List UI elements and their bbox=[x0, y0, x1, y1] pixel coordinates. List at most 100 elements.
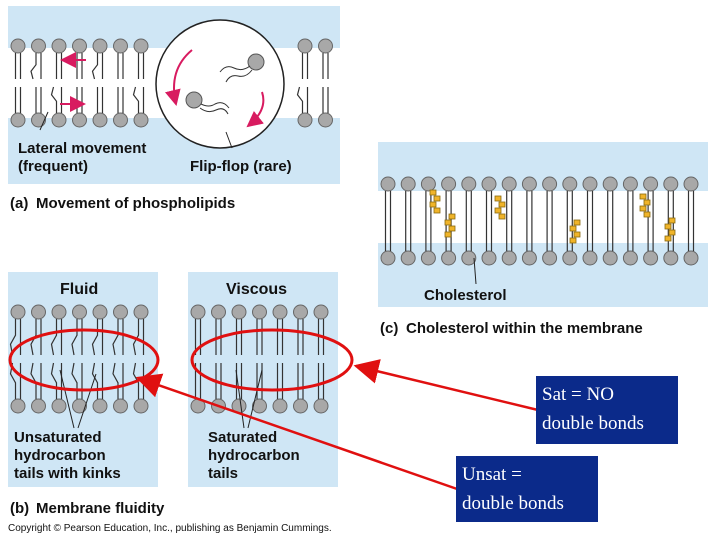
phospholipid-head bbox=[380, 250, 396, 266]
phospholipid-tail bbox=[296, 86, 304, 113]
phospholipid-head bbox=[643, 250, 659, 266]
phospholipid-head bbox=[133, 304, 149, 320]
phospholipid-tail bbox=[30, 53, 37, 80]
sat-callout-line1: Sat = NO bbox=[542, 384, 614, 405]
unsat-leader-2 bbox=[77, 373, 97, 429]
unsat-highlight-ellipse bbox=[8, 328, 160, 392]
cholesterol-ring bbox=[429, 189, 437, 196]
phospholipid-head bbox=[582, 176, 598, 192]
cholesterol-ring bbox=[444, 219, 452, 226]
phospholipid-head bbox=[72, 38, 87, 54]
flip-arrow-right bbox=[246, 91, 265, 128]
phospholipid-head bbox=[113, 38, 128, 54]
phospholipid-head bbox=[10, 112, 26, 128]
panel-c-membrane-strip bbox=[378, 191, 708, 243]
sat-label-line3: tails bbox=[208, 465, 238, 482]
phospholipid-head bbox=[622, 250, 638, 266]
panel-c-caption-letter: (c) bbox=[380, 320, 398, 337]
phospholipid-tail bbox=[30, 362, 37, 399]
lateral-label-line1: Lateral movement bbox=[18, 140, 146, 157]
cholesterol-ring bbox=[569, 225, 577, 232]
cholesterol-ring bbox=[494, 207, 502, 214]
panel-b-caption-letter: (b) bbox=[10, 500, 29, 517]
cholesterol-ring bbox=[444, 231, 452, 238]
phospholipid-head bbox=[10, 304, 26, 320]
phospholipid-head bbox=[562, 250, 578, 266]
cholesterol-ring bbox=[448, 225, 456, 232]
flipflop-leader bbox=[225, 131, 233, 149]
phospholipid-head bbox=[252, 304, 267, 320]
phospholipid-head bbox=[663, 250, 679, 266]
phospholipid-head bbox=[92, 38, 108, 54]
phospholipid-head bbox=[501, 176, 517, 192]
phospholipid-head bbox=[293, 398, 308, 414]
phospholipid-head bbox=[663, 176, 679, 192]
sat-label-line1: Saturated bbox=[208, 429, 277, 446]
phospholipid-tail bbox=[50, 319, 58, 356]
panel-a-bilayer bbox=[10, 38, 333, 128]
cholesterol-ring bbox=[573, 231, 581, 238]
phospholipid-head bbox=[602, 176, 618, 192]
phospholipid-head bbox=[313, 398, 329, 414]
phospholipid-head bbox=[72, 398, 87, 414]
lateral-label-line2: (frequent) bbox=[18, 158, 88, 175]
flip-arrow-left bbox=[165, 49, 193, 106]
phospholipid-head bbox=[92, 112, 108, 128]
cholesterol-ring bbox=[498, 213, 506, 220]
phospholipid-head bbox=[683, 176, 699, 192]
phospholipid-head bbox=[297, 112, 313, 128]
phospholipid-tail bbox=[132, 86, 140, 113]
phospholipid-head bbox=[602, 250, 618, 266]
sat-label-line2: hydrocarbon bbox=[208, 447, 300, 464]
phospholipid-head bbox=[441, 176, 457, 192]
phospholipid-head bbox=[622, 176, 638, 192]
panel-c-bilayer bbox=[380, 176, 699, 266]
cholesterol-ring bbox=[668, 217, 676, 224]
phospholipid-head bbox=[542, 250, 558, 266]
phospholipid-head bbox=[133, 398, 149, 414]
phospholipid-head bbox=[51, 38, 67, 54]
phospholipid-head bbox=[420, 176, 436, 192]
cholesterol-ring bbox=[664, 223, 672, 230]
phospholipid-head bbox=[92, 398, 108, 414]
cholesterol-ring bbox=[433, 195, 441, 202]
phospholipid-head bbox=[113, 398, 128, 414]
cholesterol-ring bbox=[643, 199, 651, 206]
cholesterol-ring bbox=[494, 195, 502, 202]
cholesterol-ring bbox=[433, 207, 441, 214]
phospholipid-head bbox=[313, 304, 329, 320]
phospholipid-head bbox=[231, 304, 247, 320]
cholesterol-ring bbox=[569, 237, 577, 244]
flip-lipid-head-top bbox=[247, 53, 265, 71]
phospholipid-head bbox=[113, 112, 128, 128]
phospholipid-tail bbox=[71, 319, 78, 356]
phospholipid-head bbox=[72, 304, 87, 320]
cholesterol-leader bbox=[473, 257, 477, 285]
phospholipid-head bbox=[481, 176, 497, 192]
phospholipid-tail bbox=[91, 319, 99, 356]
phospholipid-head bbox=[562, 176, 578, 192]
phospholipid-head bbox=[420, 250, 436, 266]
phospholipid-tail bbox=[91, 53, 99, 80]
panel-c-caption: Cholesterol within the membrane bbox=[406, 320, 643, 337]
cholesterol-ring bbox=[639, 193, 647, 200]
flipflop-label: Flip-flop (rare) bbox=[190, 158, 292, 175]
unsat-callout-line1: Unsat = bbox=[462, 464, 522, 485]
flip-flop-lipids bbox=[165, 49, 265, 128]
unsat-callout-arrow bbox=[135, 373, 461, 492]
phospholipid-tail bbox=[50, 362, 58, 399]
phospholipid-head bbox=[190, 304, 206, 320]
phospholipid-head bbox=[113, 304, 128, 320]
phospholipid-head bbox=[400, 250, 416, 266]
viscous-title: Viscous bbox=[226, 281, 287, 298]
phospholipid-head bbox=[318, 38, 333, 54]
flip-lipid-head-bottom bbox=[185, 91, 203, 109]
cholesterol-ring bbox=[643, 211, 651, 218]
phospholipid-head bbox=[31, 112, 46, 128]
phospholipid-head bbox=[318, 112, 333, 128]
phospholipid-head bbox=[461, 176, 477, 192]
cholesterol-ring bbox=[448, 213, 456, 220]
phospholipid-head bbox=[293, 304, 308, 320]
phospholipid-head bbox=[10, 38, 26, 54]
